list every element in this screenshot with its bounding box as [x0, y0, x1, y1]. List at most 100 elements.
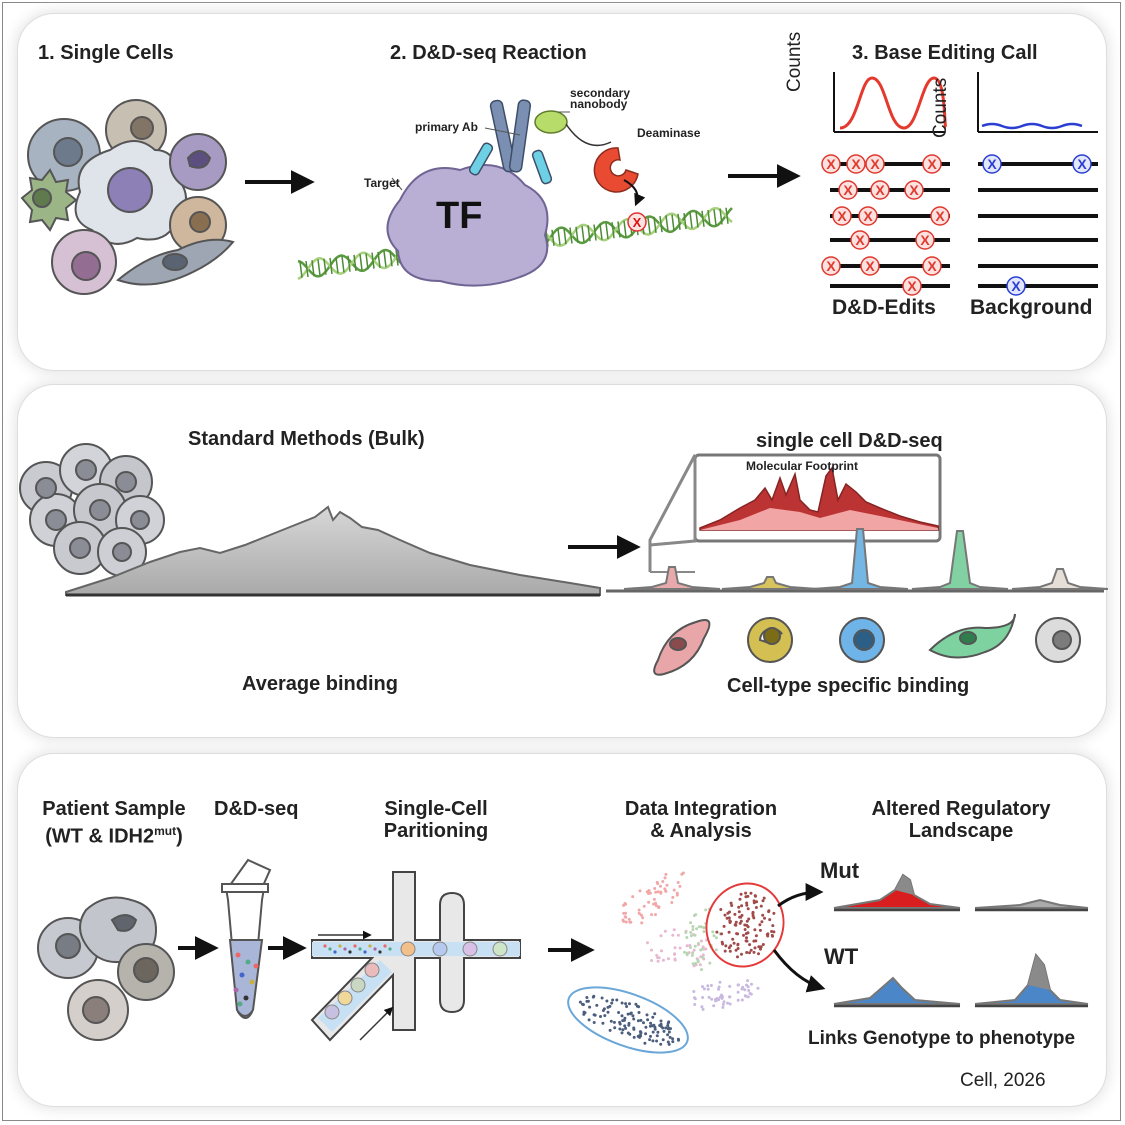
umap-point: [706, 984, 710, 988]
umap-point: [673, 952, 677, 956]
umap-point: [746, 995, 750, 999]
umap-point: [650, 959, 654, 962]
counts-plot-background: [977, 72, 1098, 133]
secondary-nanobody: [534, 110, 612, 147]
cell-particle: [333, 950, 337, 954]
umap-point: [689, 931, 693, 934]
umap-point: [720, 932, 723, 936]
umap-point: [666, 1027, 670, 1031]
cell-particle: [338, 944, 342, 948]
umap-point: [646, 1018, 650, 1022]
umap-point: [578, 1000, 582, 1004]
umap-point: [620, 1031, 624, 1035]
cluster-outline: [567, 986, 689, 1054]
altered-line1: Altered Regulatory: [871, 798, 1051, 820]
umap-point: [767, 910, 771, 914]
umap-point: [745, 903, 749, 907]
patient-sample-label: Patient Sample (WT & IDH2mut): [42, 798, 185, 848]
umap-point: [624, 911, 627, 915]
arrow-to-wt: [772, 949, 826, 993]
umap-point: [608, 1028, 612, 1032]
umap-point: [639, 1018, 643, 1022]
primary-ab-label: primary Ab: [415, 120, 478, 134]
single-cells-cluster: [20, 99, 235, 295]
counts-axis-label-left: Counts: [784, 31, 805, 92]
umap-point: [599, 1015, 602, 1018]
umap-point: [673, 946, 677, 950]
umap-point: [736, 932, 740, 936]
leader-primary-ab: [484, 127, 521, 136]
umap-point: [671, 895, 675, 899]
umap-point: [747, 989, 751, 992]
umap-point: [640, 921, 644, 925]
umap-point: [697, 925, 701, 929]
umap-point: [644, 1025, 648, 1029]
umap-point: [648, 1038, 652, 1042]
umap-point: [654, 904, 658, 908]
umap-point: [749, 948, 753, 952]
umap-point: [667, 957, 670, 961]
umap-point: [638, 889, 642, 893]
umap-point: [606, 1005, 610, 1009]
umap-point: [736, 942, 740, 946]
umap-point: [672, 928, 676, 932]
umap-point: [740, 987, 744, 991]
umap-point: [622, 903, 626, 907]
umap-point: [706, 987, 710, 991]
umap-point: [745, 939, 749, 943]
umap-point: [621, 1028, 625, 1032]
panel-patient-application: [18, 754, 1106, 1106]
umap-point: [740, 913, 744, 917]
edit-site: [832, 206, 852, 226]
edit-site: [1006, 276, 1026, 296]
ddseq-label: D&D-seq: [214, 798, 299, 820]
umap-point: [732, 941, 736, 945]
secondary-label-line2: nanobody: [570, 97, 628, 111]
umap-point: [772, 911, 776, 915]
umap-point: [675, 893, 679, 897]
umap-point: [754, 906, 758, 909]
umap-point: [749, 992, 753, 996]
umap-point: [663, 876, 667, 880]
umap-point: [587, 1018, 591, 1022]
particle: [239, 972, 245, 978]
umap-point: [595, 1003, 599, 1007]
umap-point: [585, 996, 589, 999]
umap-point: [712, 1004, 716, 1008]
umap-point: [744, 994, 748, 998]
molecular-footprint-label: Molecular Footprint: [746, 459, 858, 473]
umap-point: [639, 1030, 643, 1034]
dna-edit-site: [627, 212, 647, 232]
umap-point: [737, 905, 741, 909]
umap-point: [685, 944, 689, 948]
umap-point: [728, 1002, 732, 1006]
edit-site: [860, 256, 880, 276]
umap-point: [588, 1005, 592, 1009]
edit-site: [1072, 154, 1092, 174]
cell-particle: [328, 947, 332, 951]
umap-point: [696, 958, 700, 962]
umap-point: [737, 983, 740, 987]
edit-mark: X: [935, 208, 945, 224]
edit-mark: X: [987, 156, 997, 172]
umap-point: [753, 894, 757, 898]
umap-point: [648, 1024, 652, 1028]
umap-point: [661, 880, 665, 883]
umap-point: [668, 1035, 672, 1039]
umap-point: [757, 945, 761, 949]
umap-point: [728, 920, 732, 924]
average-binding-label: Average binding: [242, 673, 398, 695]
umap-point: [689, 934, 693, 938]
edit-mark: X: [907, 278, 917, 294]
umap-point: [758, 928, 762, 932]
cell-particle: [358, 947, 362, 951]
umap-point: [752, 939, 756, 943]
umap-point: [753, 946, 757, 950]
single-cell-title: single cell D&D-seq: [756, 430, 943, 452]
umap-point: [754, 934, 758, 938]
umap-point: [653, 1012, 657, 1016]
umap-point: [757, 952, 760, 956]
umap-point: [669, 1027, 672, 1031]
